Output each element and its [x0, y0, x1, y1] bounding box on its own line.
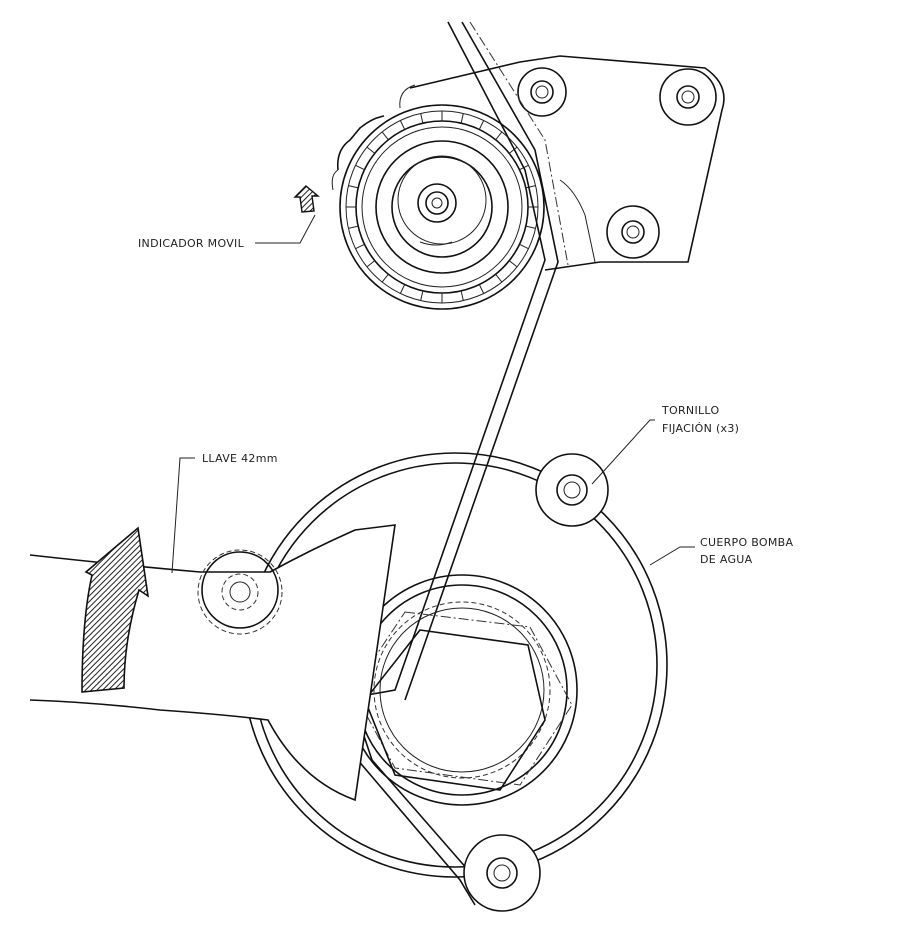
pulley-tooth — [420, 290, 424, 301]
pulley-tooth — [508, 146, 518, 154]
fixing-bolt-top — [535, 453, 609, 527]
pulley-tooth — [355, 243, 365, 250]
rotation-arrow-icon — [81, 526, 150, 693]
moving-indicator-pointer-icon — [293, 185, 320, 213]
pulley-tooth — [381, 131, 389, 141]
pulley-tooth — [399, 284, 406, 294]
pulley-tooth — [420, 113, 424, 124]
label-moving-indicator: INDICADOR MOVIL — [138, 237, 245, 250]
label-wrench: LLAVE 42mm — [202, 452, 278, 465]
pulley-tooth — [348, 185, 359, 189]
fixing-bolt-bottom — [463, 834, 541, 912]
pulley-tooth — [495, 131, 503, 141]
bracket-bolt-2 — [659, 68, 717, 126]
pulley-tooth — [519, 243, 529, 250]
pulley-tooth — [460, 113, 464, 124]
tensioner-bracket — [399, 55, 725, 271]
label-fixing-bolt-line1: TORNILLO — [661, 404, 719, 417]
pulley-tooth — [460, 290, 464, 301]
pulley-tooth — [525, 225, 536, 229]
pulley-tooth — [366, 146, 376, 154]
pulley-tooth — [348, 225, 359, 229]
pulley-tooth — [366, 260, 376, 268]
pulley-tooth — [381, 273, 389, 283]
pulley-tooth — [508, 260, 518, 268]
pulley-tooth — [355, 164, 365, 171]
tensioner-pulley — [331, 104, 545, 310]
label-fixing-bolt-line2: FIJACIÓN (x3) — [662, 422, 739, 435]
pulley-tooth — [478, 120, 485, 130]
label-pump-body-line1: CUERPO BOMBA — [700, 536, 793, 549]
pulley-tooth — [478, 284, 485, 294]
leader-lines — [171, 214, 695, 574]
hex-nut — [352, 611, 573, 786]
pulley-teeth — [346, 111, 538, 303]
bracket-bolt-1 — [517, 67, 567, 117]
pulley-tooth — [399, 120, 406, 130]
pulley-tooth — [525, 185, 536, 189]
label-pump-body-line2: DE AGUA — [700, 553, 753, 566]
bracket-bolt-3 — [606, 205, 660, 259]
pulley-tooth — [495, 273, 503, 283]
